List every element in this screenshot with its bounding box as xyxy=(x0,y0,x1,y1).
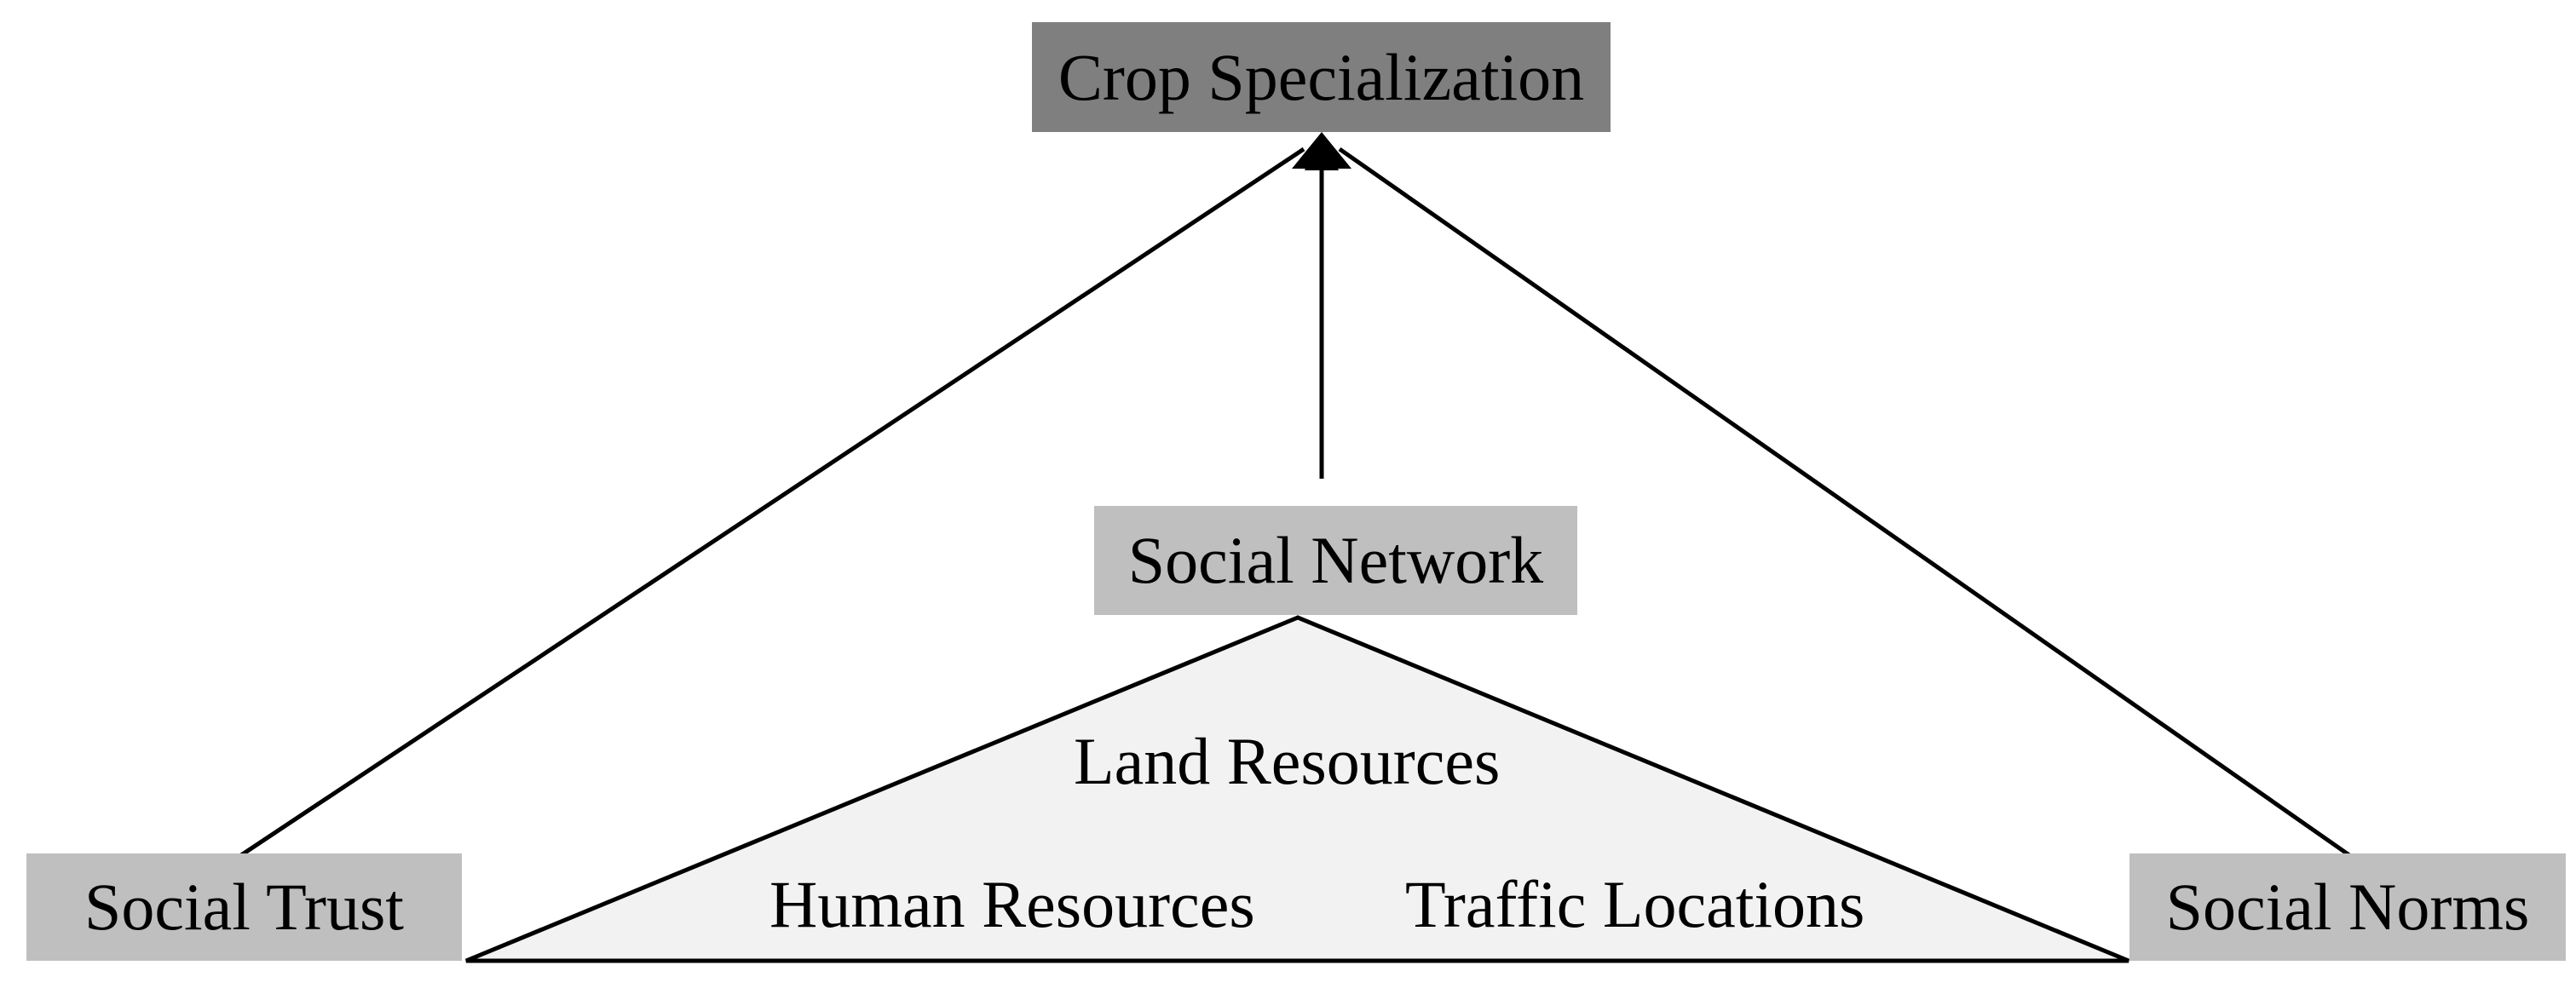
social-network-label: Social Network xyxy=(1127,523,1544,597)
arrowhead-right xyxy=(1322,132,1351,169)
social-norms-label: Social Norms xyxy=(2165,870,2530,944)
social-network-box: Social Network xyxy=(1094,506,1577,615)
traffic-locations-label: Traffic Locations xyxy=(1405,867,1865,941)
arrow-line-social-norms xyxy=(1338,147,2351,858)
resources-triangle xyxy=(465,615,2129,963)
arrow-line-social-trust xyxy=(239,147,1305,858)
human-resources-label: Human Resources xyxy=(769,867,1255,941)
crop-specialization-label: Crop Specialization xyxy=(1057,39,1585,114)
social-trust-box: Social Trust xyxy=(26,853,462,961)
social-norms-box: Social Norms xyxy=(2129,853,2566,961)
land-resources-label: Land Resources xyxy=(1074,724,1501,798)
social-trust-label: Social Trust xyxy=(84,870,404,944)
crop-specialization-box: Crop Specialization xyxy=(1032,22,1611,132)
